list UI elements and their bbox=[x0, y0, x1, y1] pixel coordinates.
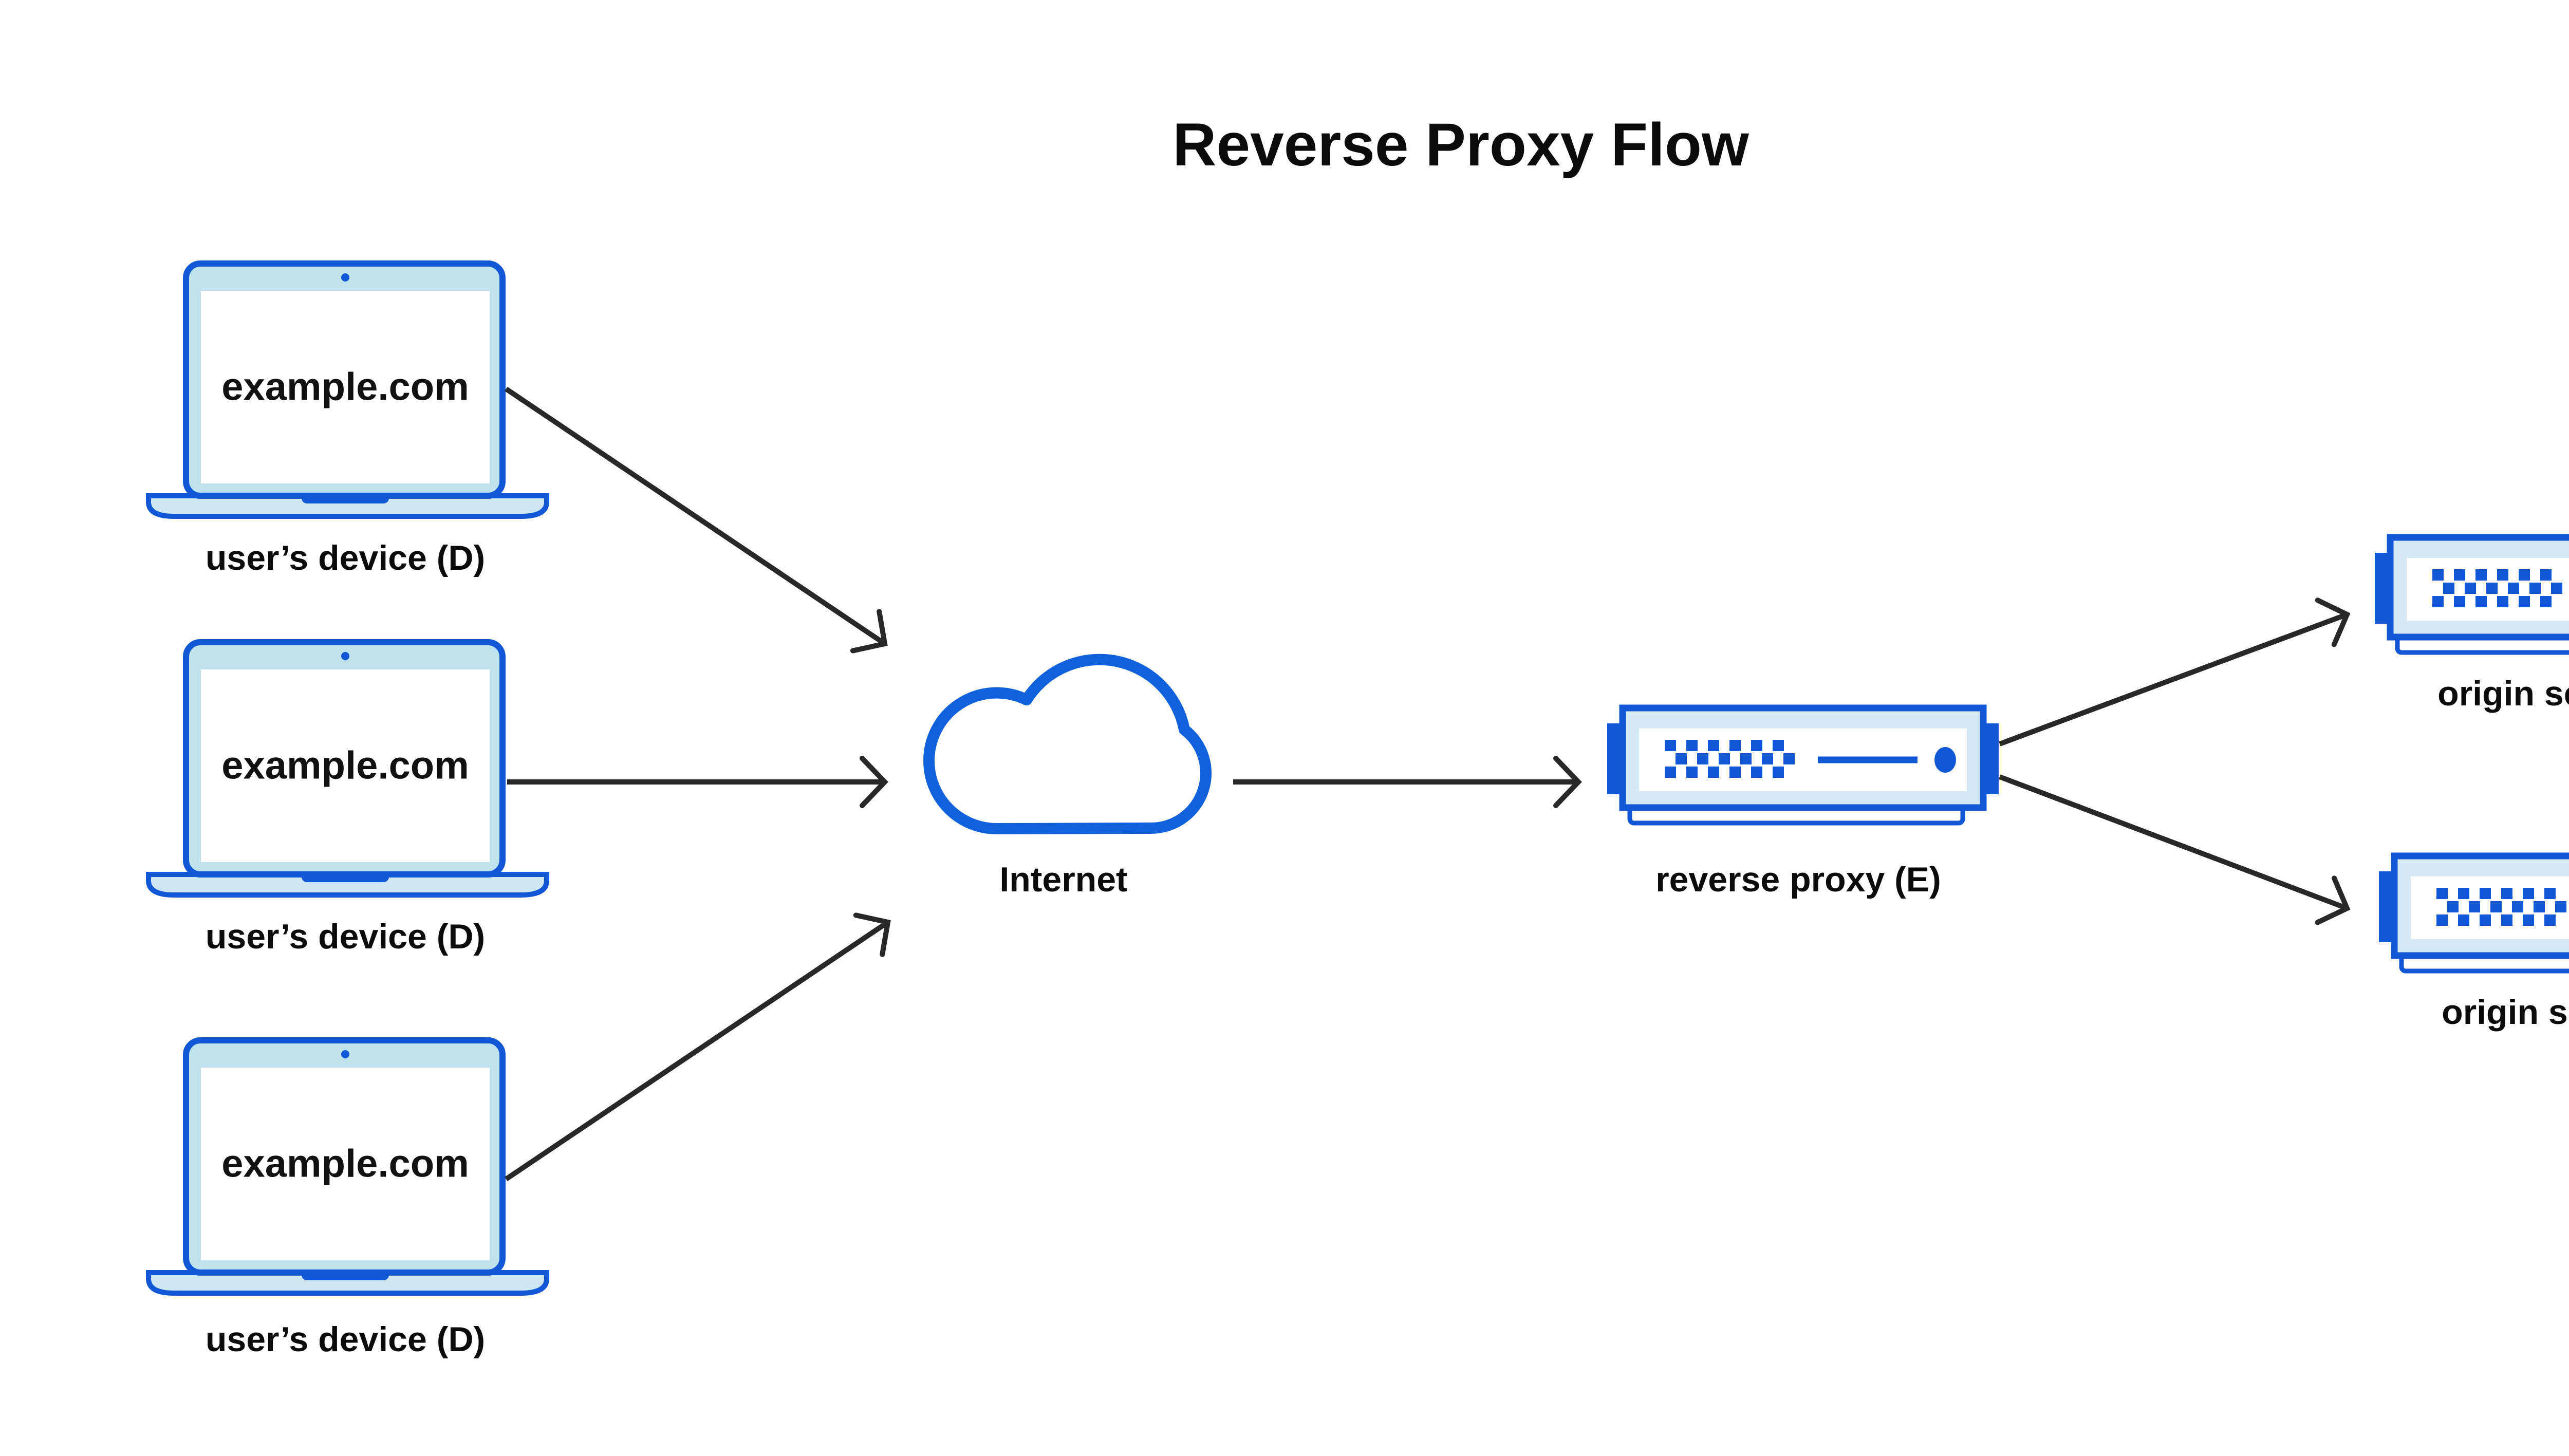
internet-label: Internet bbox=[999, 860, 1127, 899]
user-device-1: example.com user’s device (D) bbox=[148, 264, 547, 577]
origin-server-label: origin server (F) bbox=[2437, 674, 2569, 713]
device-screen-text: example.com bbox=[221, 744, 469, 788]
server-icon bbox=[2379, 856, 2569, 971]
device-screen-text: example.com bbox=[221, 1142, 469, 1186]
arrow-proxy-to-origin1 bbox=[1999, 598, 2351, 746]
internet-node: Internet bbox=[923, 654, 1212, 899]
arrow-device1-to-internet bbox=[505, 386, 888, 654]
device-screen-text: example.com bbox=[221, 365, 469, 409]
server-icon bbox=[1607, 708, 1999, 823]
arrow-device3-to-internet bbox=[505, 912, 891, 1182]
origin-server-2: origin server (F) bbox=[2379, 856, 2569, 1032]
origin-server-label: origin server (F) bbox=[2442, 993, 2569, 1032]
device-label: user’s device (D) bbox=[206, 1320, 485, 1359]
device-label: user’s device (D) bbox=[206, 917, 485, 956]
arrow-proxy-to-origin2 bbox=[1999, 774, 2351, 925]
cloud-icon bbox=[923, 654, 1212, 834]
reverse-proxy-label: reverse proxy (E) bbox=[1655, 860, 1941, 899]
server-icon bbox=[2375, 537, 2569, 652]
origin-server-1: origin server (F) bbox=[2375, 537, 2569, 713]
diagram-title: Reverse Proxy Flow bbox=[1172, 111, 1749, 179]
user-device-2: example.com user’s device (D) bbox=[148, 642, 547, 956]
device-label: user’s device (D) bbox=[206, 538, 485, 577]
user-device-3: example.com user’s device (D) bbox=[148, 1040, 547, 1359]
reverse-proxy-node: reverse proxy (E) bbox=[1607, 708, 1999, 899]
